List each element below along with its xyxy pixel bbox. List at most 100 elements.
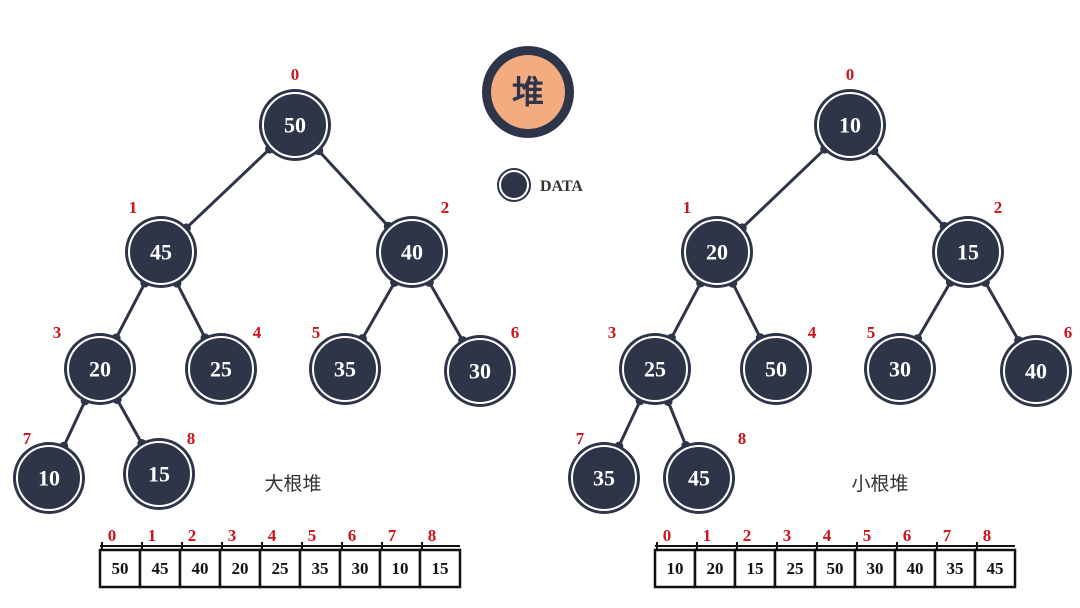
tree-edge [741, 148, 826, 229]
tree-edge [984, 281, 1020, 342]
array-cell [853, 548, 897, 589]
node-index: 3 [53, 323, 62, 342]
array-index: 3 [783, 526, 792, 545]
array-index: 3 [228, 526, 237, 545]
array-cell [813, 548, 857, 589]
array-index: 2 [743, 526, 752, 545]
title-badge-fill [491, 55, 565, 129]
title-badge-text: 堆 [512, 74, 544, 110]
array-index: 1 [148, 526, 157, 545]
tree-node: 40 [1000, 335, 1072, 407]
node-index: 4 [253, 323, 262, 342]
tree-node: 35 [568, 442, 640, 514]
min-heap: 100201152253504305406357458小根堆1002011522… [568, 65, 1072, 589]
max-heap: 500451402203254355306107158大根堆5004514022… [13, 65, 519, 589]
array-cell-value: 20 [707, 559, 724, 578]
node-value: 35 [593, 466, 615, 491]
array-cell-value: 15 [747, 559, 764, 578]
array-cell-value: 50 [112, 559, 129, 578]
node-index: 5 [312, 323, 321, 342]
node-value: 45 [688, 466, 710, 491]
array-cell-value: 30 [352, 559, 369, 578]
array-cell-value: 15 [432, 559, 449, 578]
tree-edge [872, 149, 946, 228]
tree-edge [62, 400, 87, 447]
node-value: 30 [469, 359, 491, 384]
node-index: 8 [738, 429, 747, 448]
tree-edge [916, 281, 952, 340]
node-value: 10 [839, 113, 861, 138]
array-cell-value: 35 [312, 559, 329, 578]
array-cell [138, 548, 182, 589]
array-cell-value: 10 [667, 559, 684, 578]
node-value: 40 [401, 240, 423, 265]
array-index: 5 [863, 526, 872, 545]
node-value: 25 [210, 357, 232, 382]
array-cell [338, 548, 382, 589]
array-cell-value: 40 [907, 559, 924, 578]
array-cell-value: 30 [867, 559, 884, 578]
array-cell [258, 548, 302, 589]
array-index: 4 [823, 526, 832, 545]
array-cell-value: 20 [232, 559, 249, 578]
tree-node: 40 [376, 216, 448, 288]
array-index: 0 [663, 526, 672, 545]
tree-node: 15 [123, 438, 195, 510]
node-index: 0 [846, 65, 855, 84]
tree-node: 25 [619, 333, 691, 405]
array-index: 8 [428, 526, 437, 545]
array-cell [178, 548, 222, 589]
node-value: 15 [148, 462, 170, 487]
heap-caption: 小根堆 [851, 473, 908, 495]
array-cell-value: 45 [987, 559, 1004, 578]
array-cell-value: 25 [787, 559, 804, 578]
node-value: 40 [1025, 359, 1047, 384]
tree-edge [114, 282, 147, 339]
tree-edge [666, 400, 688, 447]
node-index: 2 [994, 198, 1003, 217]
tree-node: 30 [444, 335, 516, 407]
node-index: 4 [808, 323, 817, 342]
array-index: 4 [268, 526, 277, 545]
array-cell-value: 35 [947, 559, 964, 578]
node-index: 7 [23, 429, 32, 448]
node-value: 20 [89, 357, 111, 382]
tree-edge [317, 149, 390, 228]
array-cell-value: 40 [192, 559, 209, 578]
node-value: 15 [957, 240, 979, 265]
tree-edge [617, 400, 642, 447]
array-cell-value: 45 [152, 559, 169, 578]
tree-node: 45 [125, 216, 197, 288]
array-cell [378, 548, 422, 589]
tree-edge [115, 398, 144, 445]
array-cell [418, 548, 462, 589]
array-index: 7 [943, 526, 952, 545]
title-badge: 堆 [482, 46, 574, 138]
node-value: 35 [334, 357, 356, 382]
tree-edge [175, 282, 207, 339]
array-cell [733, 548, 777, 589]
node-value: 20 [706, 240, 728, 265]
legend: DATA [497, 168, 583, 202]
node-index: 1 [683, 198, 692, 217]
tree-edge [731, 282, 762, 339]
node-value: 50 [765, 357, 787, 382]
node-index: 0 [291, 65, 300, 84]
tree-node: 35 [309, 333, 381, 405]
tree-edge [185, 147, 271, 230]
array-index: 0 [108, 526, 117, 545]
tree-edge [670, 282, 702, 339]
node-value: 50 [284, 113, 306, 138]
tree-edge [361, 281, 396, 340]
tree-node: 30 [864, 333, 936, 405]
array-index: 7 [388, 526, 397, 545]
node-index: 5 [867, 323, 876, 342]
heap-caption: 大根堆 [264, 473, 321, 495]
node-index: 8 [187, 429, 196, 448]
node-index: 1 [129, 198, 138, 217]
node-index: 3 [608, 323, 617, 342]
array-cell-value: 50 [827, 559, 844, 578]
array-cell [973, 548, 1017, 589]
